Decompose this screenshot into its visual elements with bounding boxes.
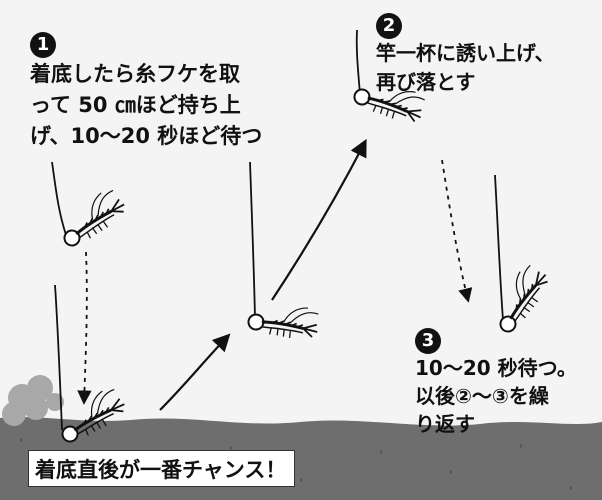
step-2-line-1: 竿一杯に誘い上げ、 <box>376 41 555 65</box>
chance-callout: 着底直後が一番チャンス！ <box>28 450 296 487</box>
step-2-line-2: 再び落とす <box>376 70 476 94</box>
step-2-caption: 2 竿一杯に誘い上げ、 再び落とす <box>376 10 555 97</box>
step-1-line-2: って 50 ㎝ほど持ち上 <box>30 93 241 117</box>
step-3-line-2: 以後②～③を繰 <box>415 384 549 408</box>
dashed-paths <box>77 159 473 405</box>
line-step1 <box>51 161 67 236</box>
line-bottom <box>54 284 63 431</box>
line-step2 <box>355 29 361 95</box>
step-3-number: 3 <box>415 328 441 354</box>
step-1-line-3: げ、10～20 秒ほど待つ <box>30 124 263 148</box>
step-2-number: 2 <box>376 13 402 39</box>
step-1-number: 1 <box>30 32 56 58</box>
step-3-caption: 3 10～20 秒待つ。 以後②～③を繰 り返す <box>415 325 577 438</box>
fishing-lines <box>51 29 504 431</box>
step-1-line-1: 着底したら糸フケを取 <box>30 62 240 86</box>
step-3-line-1: 10～20 秒待つ。 <box>415 356 577 380</box>
arrow-icon <box>159 333 231 411</box>
arrow-icon <box>271 138 367 301</box>
silt-cloud-icon <box>2 375 64 426</box>
line-step3 <box>494 174 504 321</box>
step-1-caption: 1 着底したら糸フケを取 って 50 ㎝ほど持ち上 げ、10～20 秒ほど待つ <box>30 28 262 152</box>
drop-path-1 <box>77 251 92 405</box>
shrimp-bait-icon <box>480 259 563 336</box>
shrimp-bait-icon <box>244 283 327 359</box>
shrimp-bait-icon <box>55 187 132 249</box>
motion-arrows <box>159 138 367 411</box>
line-step1b <box>249 161 256 319</box>
step-3-line-3: り返す <box>415 412 475 436</box>
drop-path-2 <box>441 159 473 303</box>
